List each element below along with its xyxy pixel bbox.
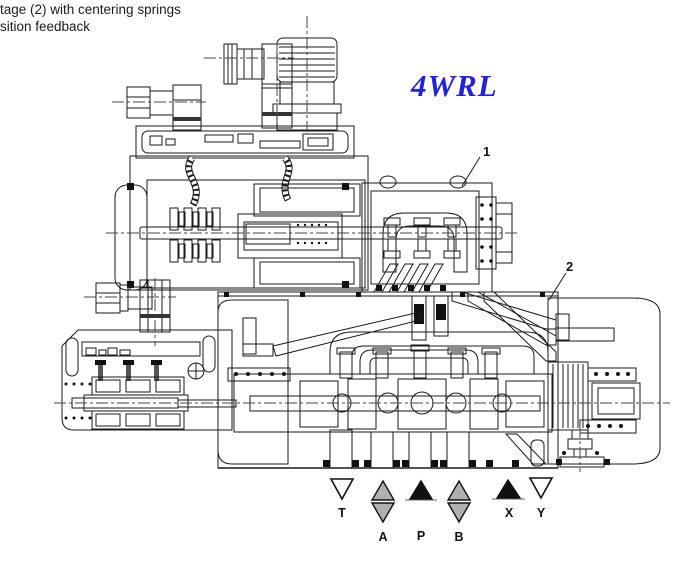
- pilot-seals: [127, 183, 349, 288]
- centering-spring: [548, 362, 588, 430]
- port-A-triangle-up-icon: [372, 481, 394, 500]
- connector-left: [127, 85, 201, 130]
- port-T-label: T: [338, 506, 346, 520]
- connector-mid: [224, 44, 292, 128]
- centerlines: [54, 16, 670, 472]
- spring-dots: [296, 223, 328, 245]
- pilot-valve-body: [362, 176, 512, 292]
- main-end-cap-left: [218, 300, 288, 464]
- callout-1-label: 1: [483, 144, 490, 159]
- port-P-triangle-up-icon: [410, 481, 432, 499]
- pilot-housing-top: [136, 126, 354, 158]
- pilot-solenoid-body: [115, 156, 502, 290]
- port-Y-triangle-down-icon: [530, 478, 552, 498]
- port-symbols: T A P B X Y: [331, 478, 552, 544]
- pilot-coil-upper: [254, 184, 360, 216]
- port-channels: [218, 430, 558, 468]
- spring-seat: [592, 383, 640, 419]
- pilot-to-main-channels: [412, 292, 556, 361]
- port-X-label: X: [505, 506, 514, 520]
- main-spool-section: [234, 332, 552, 432]
- stage-interface: [218, 292, 558, 297]
- port-P-label: P: [417, 529, 425, 543]
- callout-1-leader: [462, 157, 480, 186]
- main-body: [218, 292, 558, 468]
- callouts: 1 2: [462, 144, 573, 300]
- main-arch-channel: [330, 332, 548, 374]
- main-end-cap-right: [548, 298, 660, 464]
- main-spool-lands: [300, 379, 544, 429]
- callout-2-leader: [549, 273, 566, 300]
- port-B-triangle-up-icon: [448, 481, 470, 500]
- port-A-triangle-down-icon: [372, 503, 394, 522]
- port-X-triangle-up-icon: [497, 480, 520, 498]
- port-A-label: A: [378, 530, 387, 544]
- lvdt-internals: [64, 336, 237, 429]
- pilot-end-bolts: [480, 203, 493, 263]
- lvdt-housing: [62, 330, 232, 430]
- pilot-spool-lands: [384, 218, 460, 258]
- drain-plug: [556, 430, 610, 467]
- caption-line-1: tage (2) with centering springs: [0, 2, 181, 17]
- callout-2-label: 2: [566, 259, 573, 274]
- port-B-label: B: [454, 530, 463, 544]
- main-stage: [62, 280, 660, 468]
- pilot-stage: [115, 38, 512, 292]
- base-seals: [323, 460, 519, 467]
- armature-tube: [238, 214, 342, 258]
- end-cap-internals: [548, 314, 640, 467]
- lamination-stack: [170, 208, 220, 262]
- caption-line-2: sition feedback: [0, 19, 91, 34]
- model-designation: 4WRL: [411, 68, 498, 103]
- port-B-triangle-down-icon: [448, 503, 470, 522]
- lvdt-pins: [95, 360, 162, 381]
- port-T-triangle-down-icon: [331, 479, 353, 499]
- port-Y-label: Y: [537, 506, 546, 520]
- main-poppets: [337, 345, 500, 378]
- pilot-arch-channel: [383, 213, 467, 272]
- pilot-base-seals: [376, 285, 446, 291]
